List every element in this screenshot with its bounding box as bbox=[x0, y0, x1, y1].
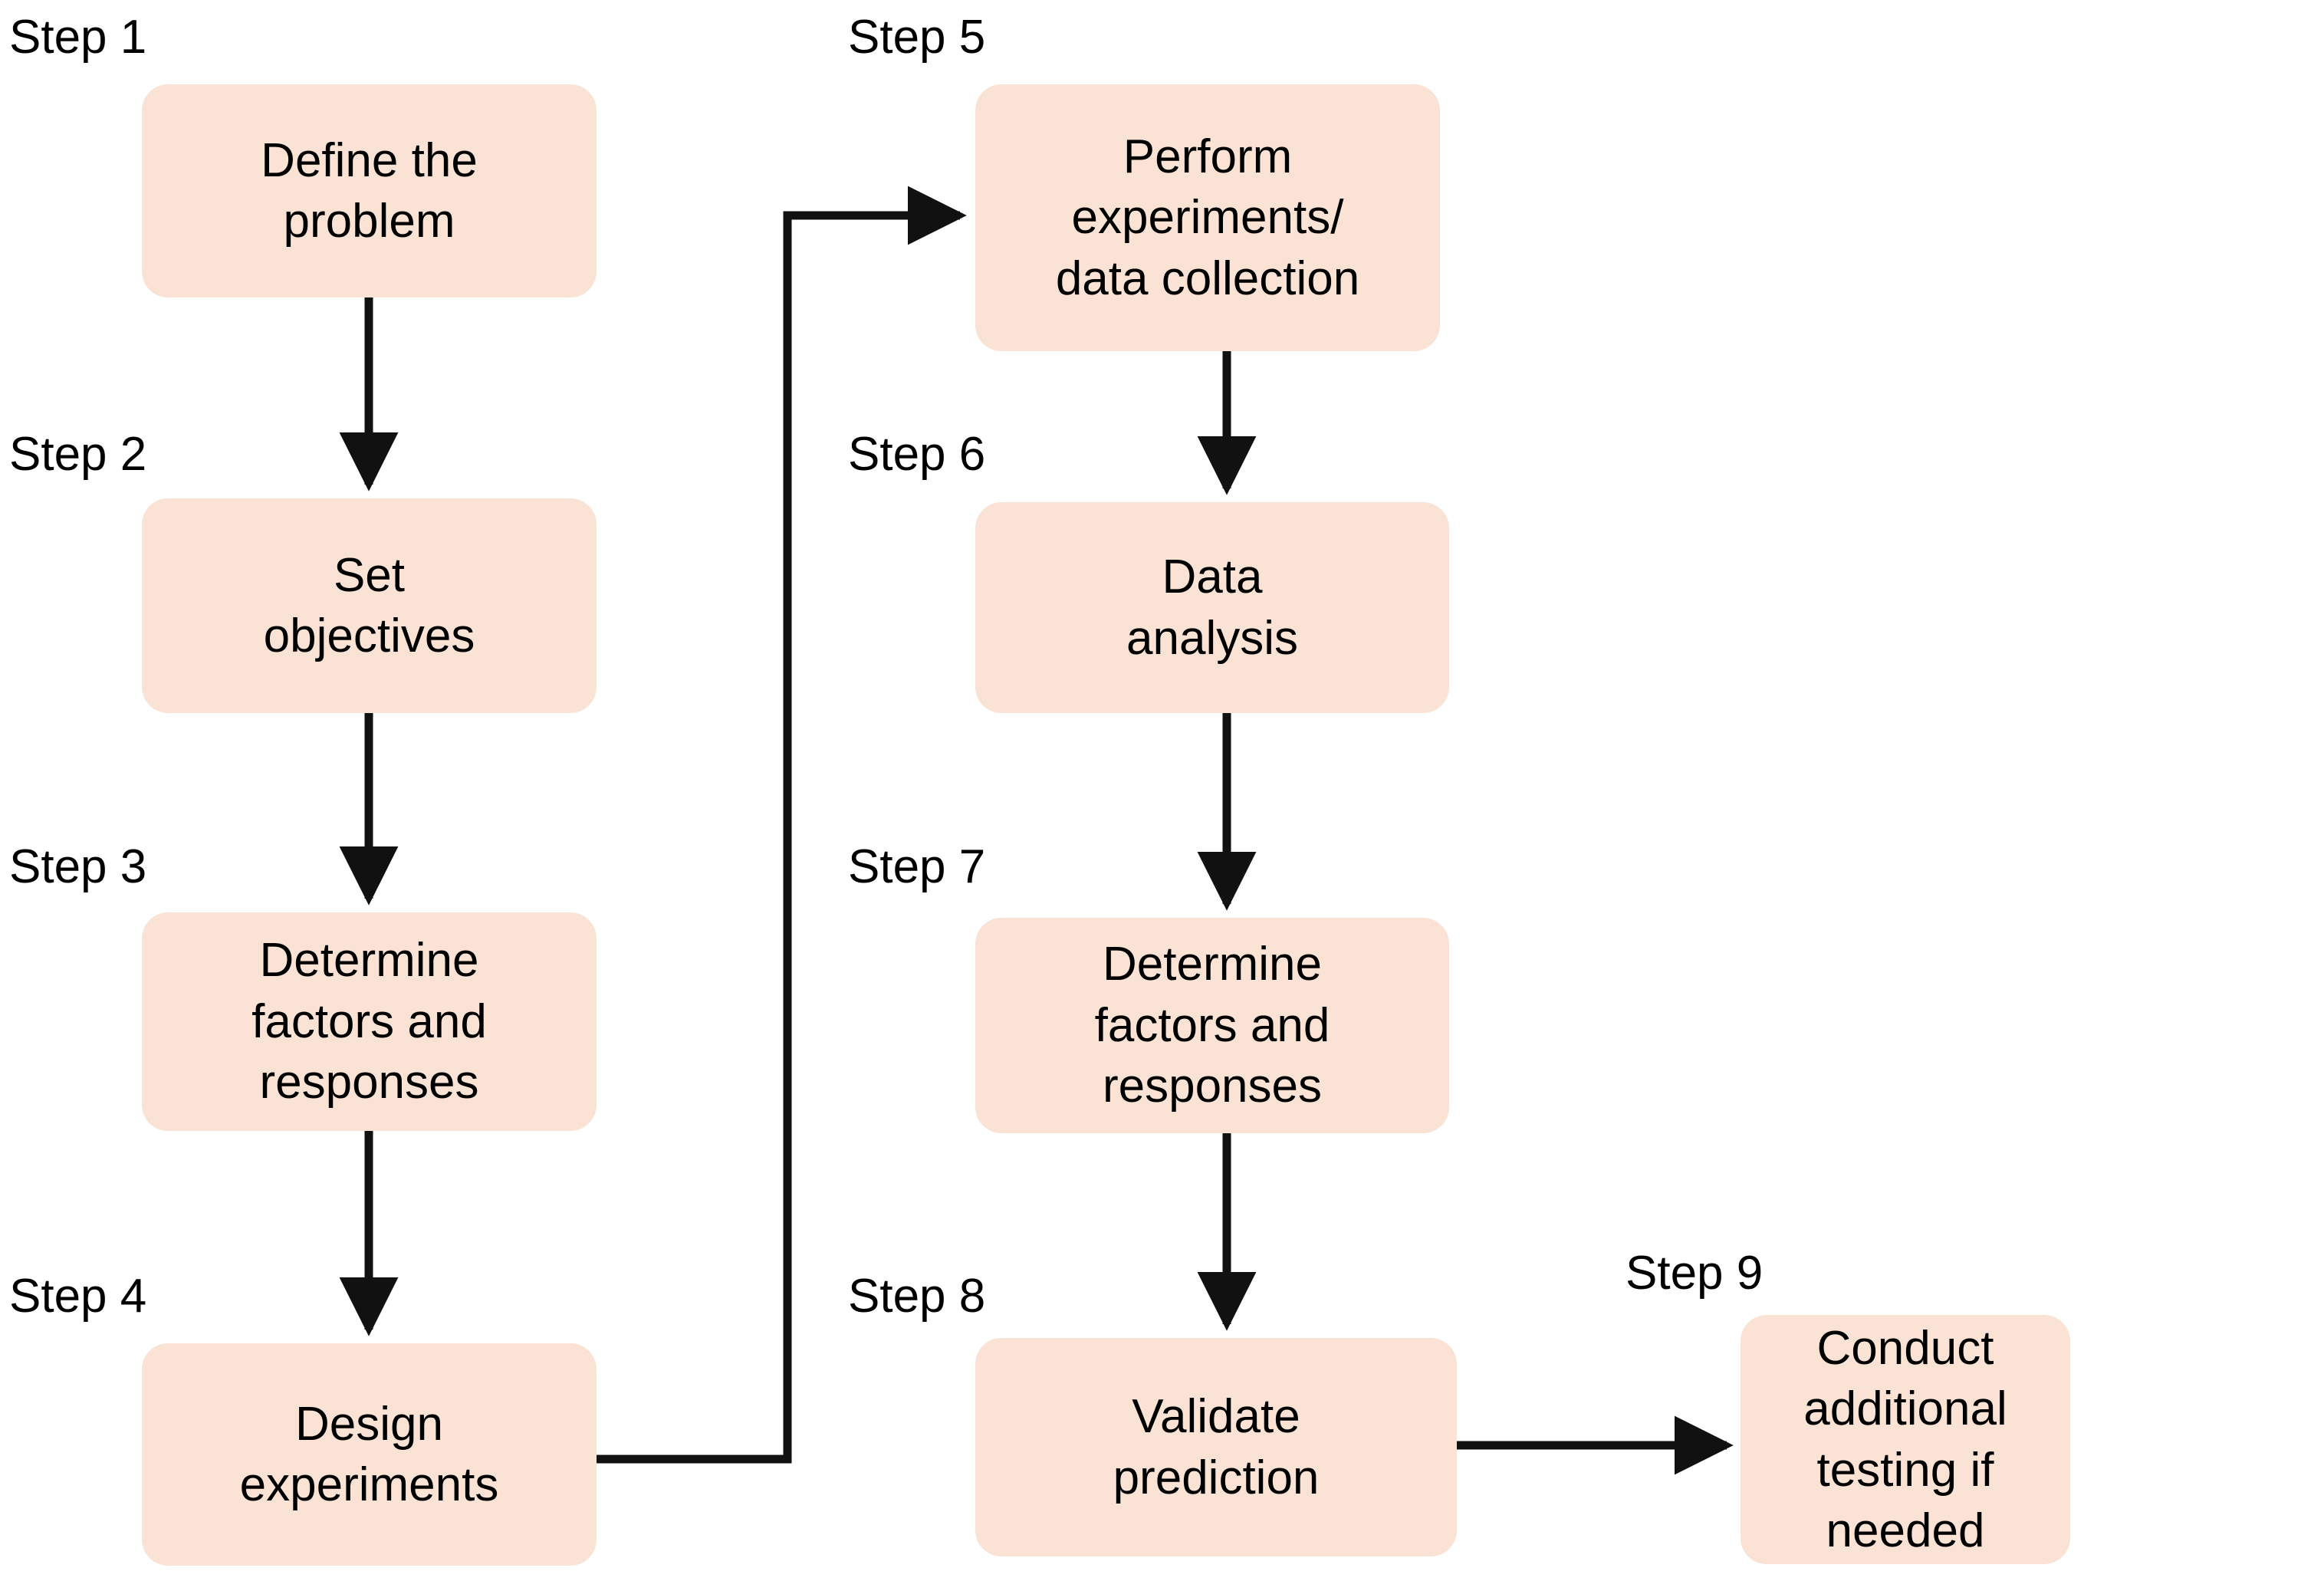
node-label: Determine factors and responses bbox=[1094, 938, 1330, 1113]
node-label: Define the problem bbox=[261, 133, 478, 248]
step-label-4: Step 4 bbox=[9, 1270, 147, 1323]
step-label-6: Step 6 bbox=[848, 428, 986, 481]
node-define-the-problem[interactable]: Define the problem bbox=[142, 84, 597, 297]
node-validate-prediction[interactable]: Validate prediction bbox=[975, 1338, 1457, 1556]
node-label: Data analysis bbox=[1126, 551, 1298, 665]
step-label-1: Step 1 bbox=[9, 11, 147, 64]
node-label: Perform experiments/ data collection bbox=[1055, 130, 1360, 305]
node-label: Design experiments bbox=[239, 1397, 499, 1511]
step-label-2: Step 2 bbox=[9, 428, 147, 481]
node-perform-experiments-data-collection[interactable]: Perform experiments/ data collection bbox=[975, 84, 1440, 351]
step-label-5: Step 5 bbox=[848, 11, 986, 64]
node-label: Set objectives bbox=[263, 548, 475, 662]
node-label: Conduct additional testing if needed bbox=[1803, 1321, 2007, 1557]
node-design-experiments[interactable]: Design experiments bbox=[142, 1343, 597, 1566]
node-conduct-additional-testing-if-needed[interactable]: Conduct additional testing if needed bbox=[1741, 1315, 2070, 1564]
step-label-3: Step 3 bbox=[9, 840, 147, 893]
step-label-7: Step 7 bbox=[848, 840, 986, 893]
node-label: Validate prediction bbox=[1113, 1390, 1320, 1504]
node-data-analysis[interactable]: Data analysis bbox=[975, 502, 1449, 713]
step-label-8: Step 8 bbox=[848, 1270, 986, 1323]
node-set-objectives[interactable]: Set objectives bbox=[142, 498, 597, 713]
step-label-9: Step 9 bbox=[1625, 1247, 1764, 1300]
node-determine-factors-and-responses-left[interactable]: Determine factors and responses bbox=[142, 912, 597, 1131]
node-label: Determine factors and responses bbox=[251, 934, 487, 1109]
node-determine-factors-and-responses-right[interactable]: Determine factors and responses bbox=[975, 918, 1449, 1133]
